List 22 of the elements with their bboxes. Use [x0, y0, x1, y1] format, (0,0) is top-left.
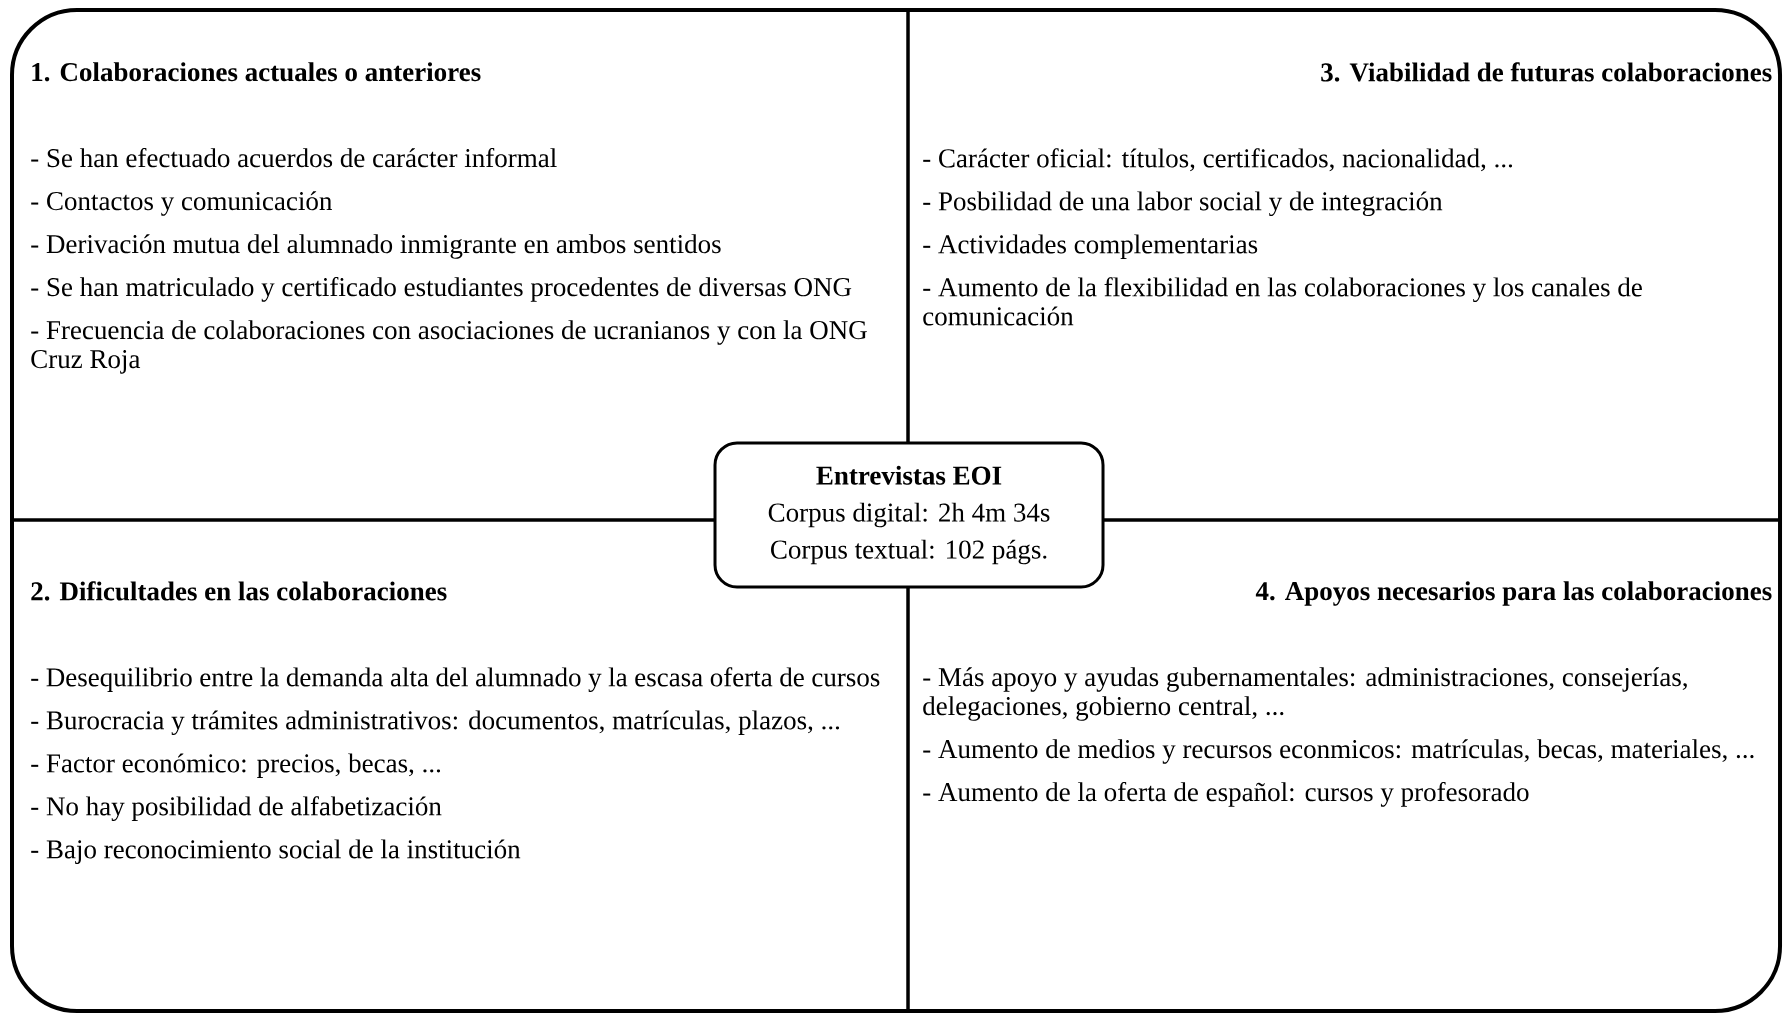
center-box: Entrevistas EOI Corpus digital: 2h 4m 34s Corpus textual: 102 págs.	[713, 441, 1105, 589]
list-item: - Aumento de la oferta de español: cursos y profesorado	[923, 781, 1529, 807]
list-item: - Carácter oficial: títulos, certificados, nacionalidad, ...	[923, 148, 1513, 172]
list-item: - Contactos y comunicación	[31, 191, 332, 216]
list-item: - Se han matriculado y certificado estudiantes procedentes de diversas ONG	[31, 276, 852, 302]
list-item: - No hay posibilidad de alfabetización	[31, 796, 442, 822]
list-item: - Actividades complementarias	[923, 234, 1258, 259]
list-item: - Frecuencia de colaboraciones con asociaciones de ucranianos y con la ONG Cruz Roja	[31, 320, 867, 374]
list-item: - Burocracia y trámites administrativos: documentos, matrículas, plazos, ...	[31, 710, 840, 736]
list-item: - Más apoyo y ayudas gubernamentales: administraciones, consejerías, delegaciones, gobierno central, ...	[923, 667, 1687, 721]
section-heading: 1. Colaboraciones actuales o anteriores	[32, 62, 481, 82]
list-item: - Derivación mutua del alumnado inmigrante en ambos sentidos	[31, 234, 721, 259]
list-item: - Posbilidad de una labor social y de integración	[923, 191, 1443, 217]
list-item: - Factor económico: precios, becas, ...	[31, 753, 441, 778]
list-item: - Bajo reconocimiento social de la institución	[31, 839, 521, 864]
list-item: - Aumento de medios y recursos econmicos: matrículas, becas, materiales, ...	[923, 739, 1754, 764]
list-item: - Desequilibrio entre la demanda alta del alumnado y la escasa oferta de cursos	[31, 667, 880, 693]
list-item: - Aumento de la flexibilidad en las colaboraciones y los canales de comunicación	[923, 277, 1642, 326]
section-heading: 2. Dificultades en las colaboraciones	[31, 581, 447, 601]
section-heading: 4. Apoyos necesarios para las colaboraciones	[1255, 581, 1772, 606]
list-item: - Se han efectuado acuerdos de carácter informal	[31, 147, 557, 168]
section-heading: 3. Viabilidad de futuras colaboraciones	[1321, 62, 1772, 82]
